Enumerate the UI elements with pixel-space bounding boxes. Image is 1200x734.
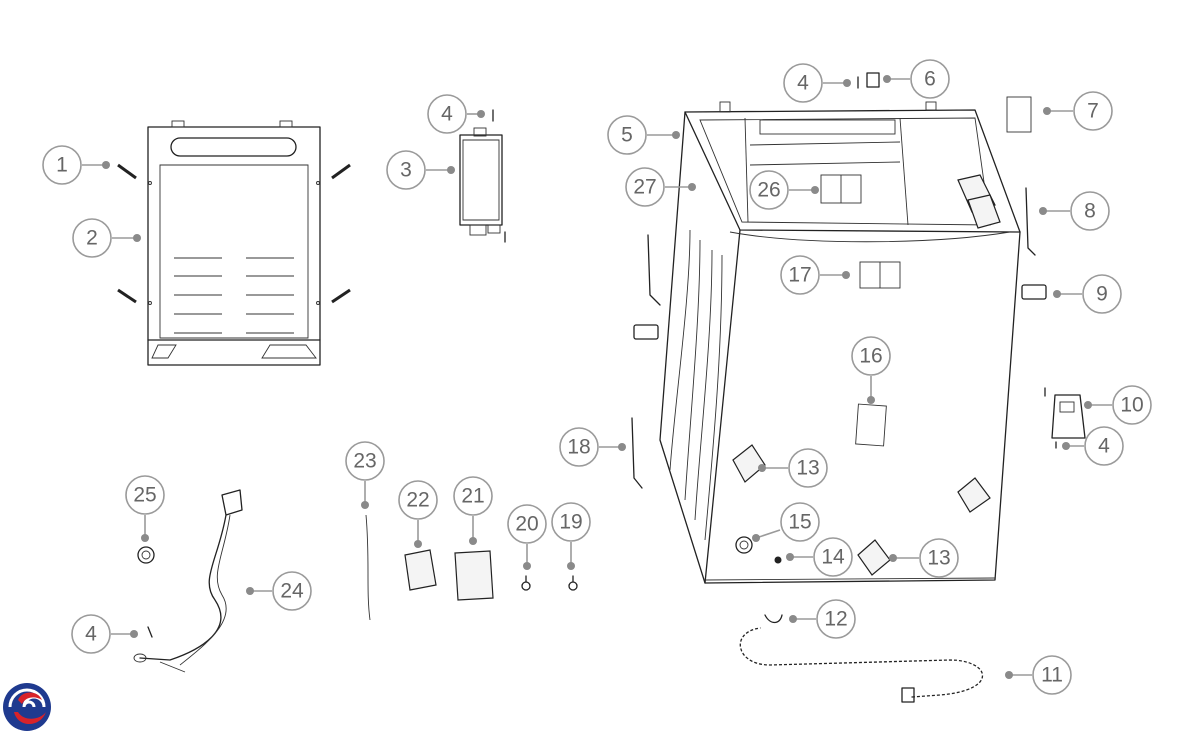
callout-21: 21 — [453, 476, 493, 545]
callout-label: 24 — [280, 580, 304, 603]
callout-label: 19 — [559, 511, 582, 534]
callout-label: 1 — [56, 154, 68, 177]
callout-label: 23 — [353, 450, 376, 473]
foam-pads — [732, 174, 1001, 576]
power-cord — [133, 489, 243, 673]
back-panel-screws — [117, 163, 351, 304]
callout-label: 21 — [461, 485, 484, 508]
callout-label: 8 — [1084, 200, 1096, 223]
callout-1: 1 — [42, 145, 110, 185]
callout-26: 26 — [749, 170, 819, 210]
callout-label: 13 — [796, 457, 819, 480]
top-small-parts — [857, 72, 880, 89]
callout-13a: 13 — [758, 448, 828, 488]
callout-label: 4 — [1098, 435, 1110, 458]
callout-16: 16 — [851, 336, 891, 404]
brand-swirl-logo — [3, 683, 51, 731]
callout-20: 20 — [507, 504, 547, 570]
callout-13b: 13 — [889, 538, 959, 578]
callout-label: 15 — [788, 511, 811, 534]
callout-4c: 4 — [1062, 426, 1124, 466]
callout-label: 6 — [924, 68, 936, 91]
callout-18: 18 — [559, 427, 626, 467]
callout-24: 24 — [246, 571, 312, 611]
callout-17: 17 — [780, 255, 850, 295]
callout-10: 10 — [1084, 385, 1152, 425]
callout-14: 14 — [786, 537, 853, 577]
callout-6: 6 — [883, 59, 950, 99]
callout-label: 5 — [621, 124, 633, 147]
back-panel — [147, 120, 321, 366]
callout-label: 4 — [441, 103, 453, 126]
callout-15: 15 — [752, 502, 820, 542]
callout-label: 18 — [567, 436, 590, 459]
callout-label: 4 — [797, 72, 809, 95]
callout-25: 25 — [125, 475, 165, 542]
callout-label: 11 — [1041, 664, 1063, 687]
callout-7: 7 — [1043, 91, 1113, 131]
callout-2: 2 — [72, 218, 141, 258]
main-cabinet — [659, 101, 1021, 584]
callout-label: 17 — [788, 264, 811, 287]
callout-label: 27 — [633, 176, 656, 199]
callout-label: 16 — [859, 345, 882, 368]
callout-12: 12 — [789, 599, 856, 639]
callout-label: 13 — [927, 547, 950, 570]
callout-23: 23 — [345, 441, 385, 509]
callout-label: 20 — [515, 513, 538, 536]
callout-label: 26 — [757, 179, 780, 202]
callout-label: 10 — [1120, 394, 1143, 417]
callout-label: 4 — [85, 623, 97, 646]
callout-4d: 4 — [71, 614, 138, 654]
side-clips — [631, 187, 1047, 489]
callout-label: 3 — [400, 159, 412, 182]
callout-11: 11 — [1005, 655, 1072, 695]
callout-label: 14 — [821, 546, 845, 569]
callout-4b: 4 — [783, 63, 851, 103]
callout-4a: 4 — [427, 94, 485, 134]
callout-label: 25 — [133, 484, 156, 507]
callout-22: 22 — [398, 480, 438, 548]
control-bracket — [459, 127, 506, 243]
callout-5: 5 — [607, 115, 680, 155]
callout-9: 9 — [1053, 274, 1122, 314]
loose-parts — [137, 514, 578, 638]
callout-27: 27 — [625, 167, 696, 207]
cabinet-labels — [820, 96, 1032, 447]
callout-label: 2 — [86, 227, 98, 250]
callout-19: 19 — [551, 502, 591, 570]
drain-fitting — [735, 536, 782, 564]
drain-hose — [738, 614, 985, 703]
callout-label: 7 — [1087, 100, 1099, 123]
callout-8: 8 — [1039, 191, 1110, 231]
callout-label: 22 — [406, 489, 429, 512]
hinge-bracket — [1044, 387, 1086, 449]
callout-3: 3 — [386, 150, 455, 190]
callout-label: 12 — [824, 608, 847, 631]
callout-label: 9 — [1096, 283, 1108, 306]
